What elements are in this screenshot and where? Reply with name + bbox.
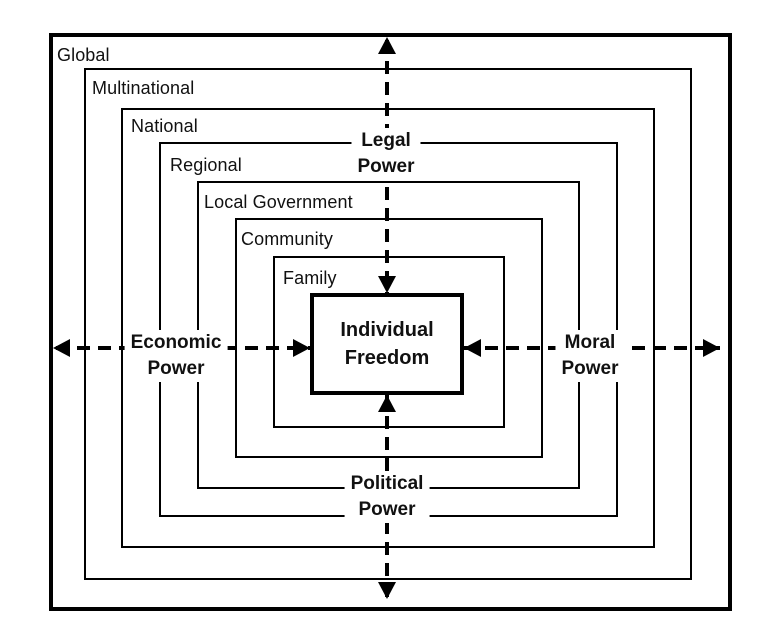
legal-power-label: Legal Power: [351, 128, 421, 180]
ring-label-multinational: Multinational: [92, 78, 195, 98]
arrow-left-icon: [464, 339, 481, 357]
arrow-up-icon: [378, 395, 396, 412]
political-power-label: Political Power: [344, 471, 430, 523]
ring-label-community: Community: [241, 229, 333, 249]
moral-power-line1: Moral: [564, 332, 616, 353]
arrow-left-icon: [53, 339, 70, 357]
economic-power-line2: Power: [147, 358, 205, 379]
ring-label-global: Global: [57, 45, 110, 65]
arrow-down-icon: [378, 276, 396, 293]
legal-power-line2: Power: [357, 156, 415, 177]
ring-label-regional: Regional: [170, 155, 242, 175]
political-power-line1: Political: [350, 473, 424, 494]
individual-freedom-line2: Freedom: [344, 347, 430, 369]
individual-freedom-line1: Individual: [340, 319, 434, 341]
individual-freedom-box: Individual Freedom: [310, 293, 464, 395]
arrow-right-icon: [703, 339, 720, 357]
economic-power-line1: Economic: [130, 332, 222, 353]
legal-power-line1: Legal: [361, 130, 411, 151]
ring-label-local-government: Local Government: [204, 192, 353, 212]
arrow-up-icon: [378, 37, 396, 54]
ring-community: [235, 218, 543, 458]
ring-label-national: National: [131, 116, 198, 136]
economic-power-label: Economic Power: [124, 330, 228, 382]
moral-power-line2: Power: [561, 358, 619, 379]
arrow-down-icon: [378, 582, 396, 599]
ring-family: [273, 256, 505, 428]
ring-label-family: Family: [283, 268, 337, 288]
ring-global: [49, 33, 732, 611]
moral-power-label: Moral Power: [555, 330, 625, 382]
arrow-right-icon: [293, 339, 310, 357]
political-power-line2: Power: [358, 499, 416, 520]
